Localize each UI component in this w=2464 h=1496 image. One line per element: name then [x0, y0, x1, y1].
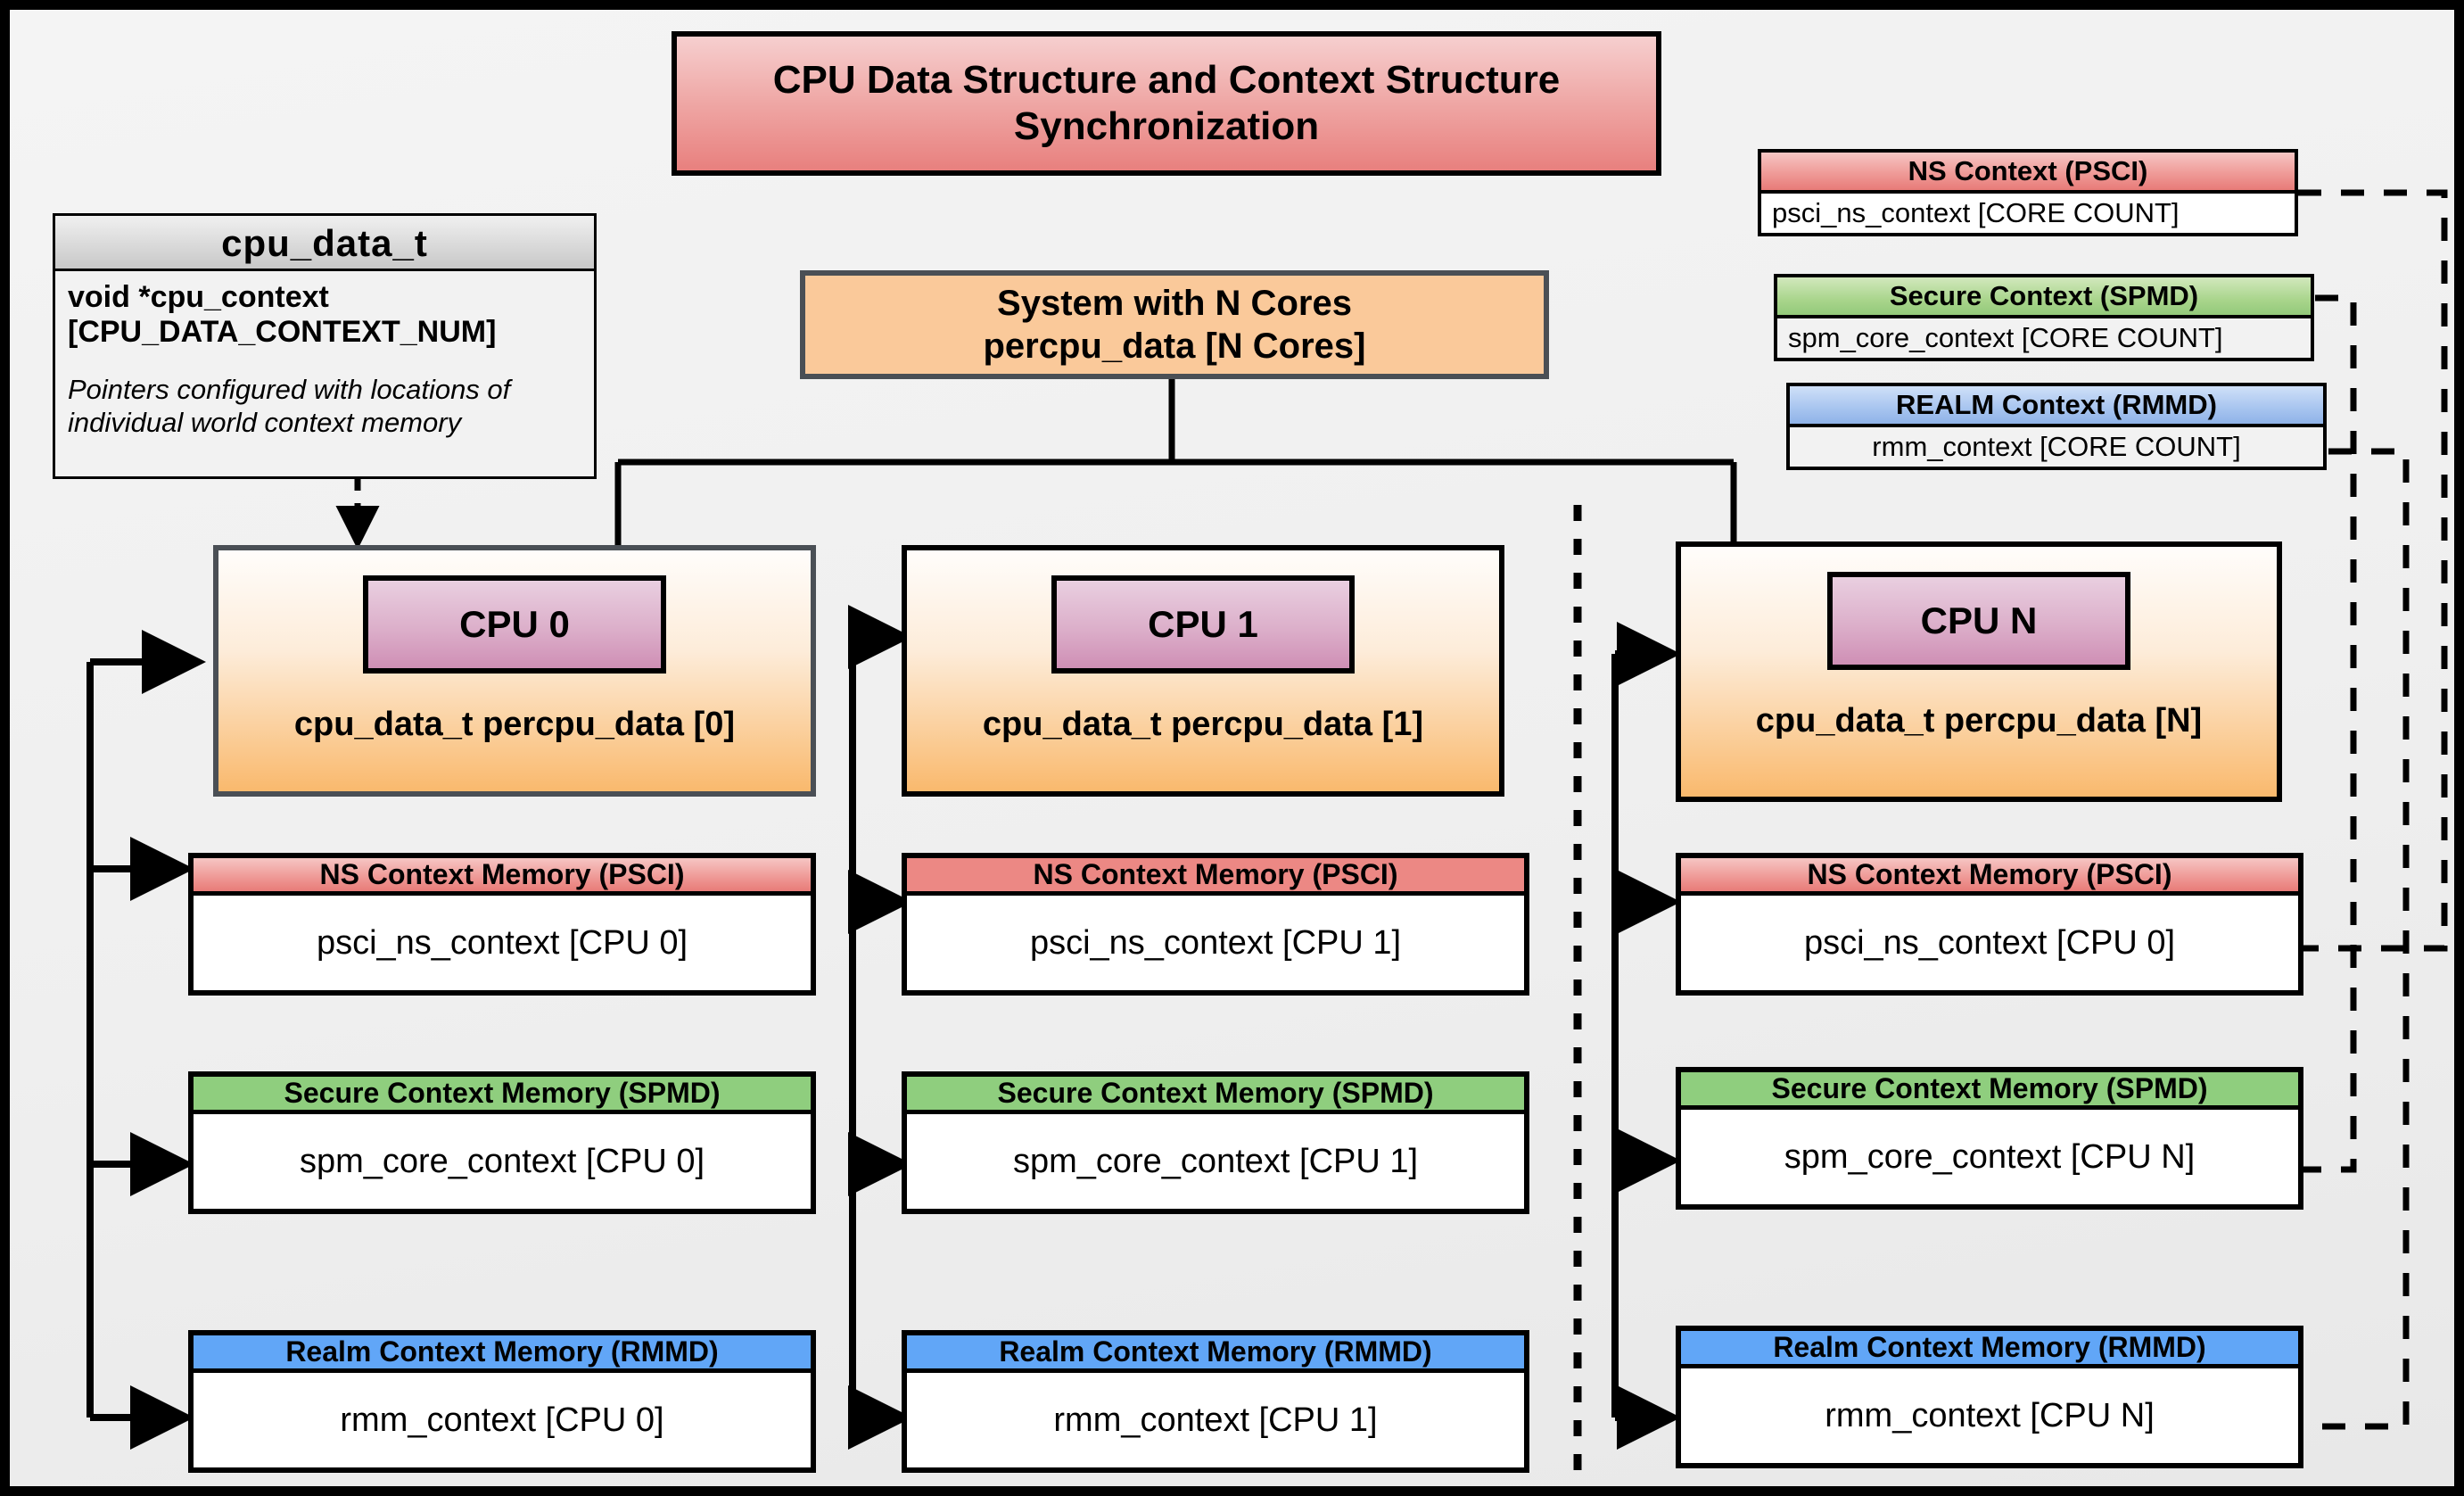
- cpu-0-secure-context-memory: Secure Context Memory (SPMD) spm_core_co…: [188, 1071, 816, 1214]
- cpu-1-ns-context-body: psci_ns_context [CPU 1]: [1029, 923, 1402, 962]
- cpu-n-ns-context-body: psci_ns_context [CPU 0]: [1803, 923, 2176, 962]
- legend-secure-header: Secure Context (SPMD): [1777, 277, 2311, 318]
- cpu-label-cpu-0: cpu_data_t percpu_data [0]: [293, 706, 736, 743]
- system-box-line1: System with N Cores: [997, 284, 1352, 323]
- cpu-1-ns-context-memory: NS Context Memory (PSCI) psci_ns_context…: [902, 853, 1529, 996]
- cpu-1-secure-context-memory: Secure Context Memory (SPMD) spm_core_co…: [902, 1071, 1529, 1214]
- cpu-n-ns-context-memory: NS Context Memory (PSCI) psci_ns_context…: [1676, 853, 2303, 996]
- cpu1-pointer-arrows: [848, 605, 912, 1450]
- legend-realm-header: REALM Context (RMMD): [1790, 386, 2323, 427]
- cpu-card-cpu-1: CPU 1 cpu_data_t percpu_data [1]: [902, 545, 1504, 797]
- legend-realm-link: [2303, 448, 2410, 1430]
- cpu-data-t-header: cpu_data_t: [55, 216, 594, 271]
- cpu-chip-cpu-n: CPU N: [1827, 572, 2130, 670]
- cpu-1-realm-context-header: Realm Context Memory (RMMD): [907, 1335, 1524, 1373]
- cpu-n-ns-context-header: NS Context Memory (PSCI): [1681, 858, 2298, 896]
- cpu-data-t-struct-card: cpu_data_t void *cpu_context [CPU_DATA_C…: [53, 213, 597, 479]
- cpu-0-realm-context-header: Realm Context Memory (RMMD): [194, 1335, 811, 1373]
- cpu-0-ns-context-memory: NS Context Memory (PSCI) psci_ns_context…: [188, 853, 816, 996]
- cpu-card-cpu-n: CPU N cpu_data_t percpu_data [N]: [1676, 541, 2282, 802]
- legend-secure-body: spm_core_context [CORE COUNT]: [1788, 322, 2223, 353]
- legend-realm-body: rmm_context [CORE COUNT]: [1872, 431, 2241, 462]
- cpu-n-realm-context-memory: Realm Context Memory (RMMD) rmm_context …: [1676, 1326, 2303, 1468]
- cpu-chip-cpu-1: CPU 1: [1051, 575, 1355, 674]
- cpu-n-secure-context-body: spm_core_context [CPU N]: [1784, 1137, 2196, 1176]
- system-to-cpus-tree: [614, 378, 1737, 545]
- cpu-1-secure-context-body: spm_core_context [CPU 1]: [1012, 1142, 1419, 1180]
- cpu-label-cpu-n: cpu_data_t percpu_data [N]: [1755, 702, 2203, 740]
- cpu-chip-cpu-0: CPU 0: [363, 575, 666, 674]
- legend-card-ns-context: NS Context (PSCI) psci_ns_context [CORE …: [1758, 149, 2298, 236]
- cpu-n-secure-context-header: Secure Context Memory (SPMD): [1681, 1072, 2298, 1110]
- legend-ns-body: psci_ns_context [CORE COUNT]: [1761, 194, 2295, 233]
- cpu-n-realm-context-header: Realm Context Memory (RMMD): [1681, 1331, 2298, 1368]
- cpu-card-cpu-0: CPU 0 cpu_data_t percpu_data [0]: [213, 545, 816, 797]
- cpu-data-t-field: void *cpu_context [CPU_DATA_CONTEXT_NUM]: [68, 280, 497, 350]
- system-overview-box: System with N Cores percpu_data [N Cores…: [800, 270, 1549, 379]
- legend-card-secure-context: Secure Context (SPMD) spm_core_context […: [1774, 274, 2314, 361]
- cpu-1-secure-context-header: Secure Context Memory (SPMD): [907, 1077, 1524, 1114]
- cpu-0-realm-context-memory: Realm Context Memory (RMMD) rmm_context …: [188, 1330, 816, 1473]
- cpun-pointer-arrows: [1611, 622, 1681, 1450]
- cpu-n-secure-context-memory: Secure Context Memory (SPMD) spm_core_co…: [1676, 1067, 2303, 1210]
- cpu-1-realm-context-memory: Realm Context Memory (RMMD) rmm_context …: [902, 1330, 1529, 1473]
- cpu-0-secure-context-header: Secure Context Memory (SPMD): [194, 1077, 811, 1114]
- cpu-0-ns-context-body: psci_ns_context [CPU 0]: [316, 923, 688, 962]
- cpu-1-realm-context-body: rmm_context [CPU 1]: [1053, 1401, 1378, 1439]
- system-box-line2: percpu_data [N Cores]: [983, 326, 1366, 366]
- cpu-data-t-note: Pointers configured with locations of in…: [68, 374, 511, 439]
- cpu-1-ns-context-header: NS Context Memory (PSCI): [907, 858, 1524, 896]
- cpu-label-cpu-1: cpu_data_t percpu_data [1]: [982, 706, 1424, 743]
- diagram-title: CPU Data Structure and Context Structure…: [672, 31, 1661, 176]
- legend-card-realm-context: REALM Context (RMMD) rmm_context [CORE C…: [1786, 383, 2327, 470]
- cpu0-pointer-arrows: [87, 630, 206, 1450]
- cpu-0-realm-context-body: rmm_context [CPU 0]: [340, 1401, 664, 1439]
- legend-ns-header: NS Context (PSCI): [1761, 153, 2295, 194]
- cpu-n-realm-context-body: rmm_context [CPU N]: [1825, 1396, 2155, 1434]
- cpu-0-ns-context-header: NS Context Memory (PSCI): [194, 858, 811, 896]
- legend-ns-link: [2298, 189, 2448, 952]
- cpu-0-secure-context-body: spm_core_context [CPU 0]: [299, 1142, 705, 1180]
